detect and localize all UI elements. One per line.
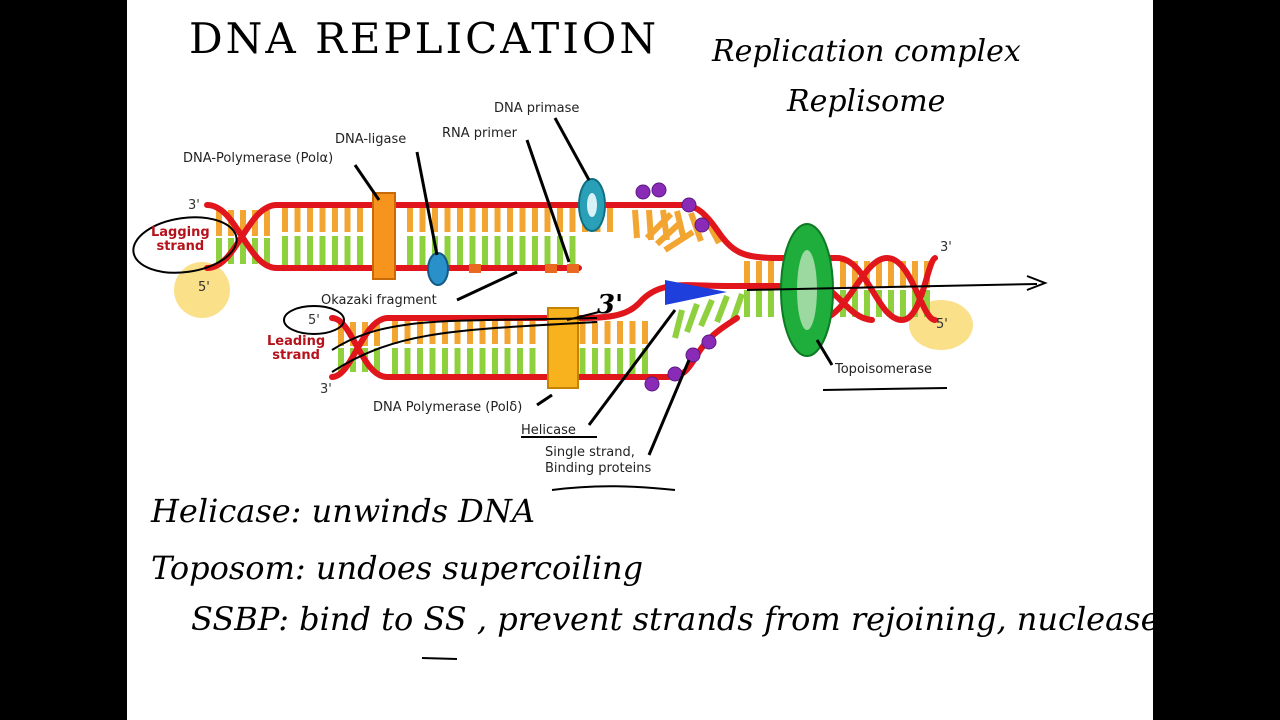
leading-5-prime-end: 5'	[308, 313, 320, 328]
helicase-label: Helicase	[521, 423, 576, 438]
dna-polymerase-alpha	[372, 192, 396, 280]
lagging-base-pairs	[216, 208, 613, 265]
lagging-5-prime-end: 5'	[198, 280, 210, 295]
ssb-label-line2: Binding proteins	[545, 461, 652, 476]
right-5-prime-end: 5'	[936, 317, 948, 332]
leading-3-prime-end: 3'	[320, 382, 332, 397]
replisome-note: Replisome	[787, 84, 946, 119]
note-helicase: Helicase: unwinds DNA	[151, 492, 535, 530]
dna-polymerase-delta-label: DNA Polymerase (Polδ)	[373, 400, 523, 415]
note-ssbp: SSBP: bind to SS , prevent strands from …	[191, 600, 1153, 638]
leading-strand-label: Leading strand	[267, 334, 326, 363]
handwritten-3-prime: 3'	[597, 290, 624, 320]
lagging-3-prime-end: 3'	[188, 198, 200, 213]
ssb-label-line1: Single strand,	[545, 445, 635, 460]
dna-ligase-enzyme	[427, 252, 449, 286]
dna-polymerase-alpha-label: DNA-Polymerase (Polα)	[183, 151, 334, 166]
okazaki-fragments	[427, 264, 579, 273]
rna-primer-block	[567, 264, 579, 273]
leading-single-strand-bases	[672, 293, 745, 339]
single-strand-binding-proteins	[635, 182, 717, 392]
okazaki-fragment-label: Okazaki fragment	[321, 293, 437, 308]
diagram-title: DNA REPLICATION	[189, 14, 660, 63]
dna-polymerase-delta	[547, 307, 579, 389]
replication-complex-note: Replication complex	[712, 34, 1021, 69]
dna-ligase-label: DNA-ligase	[335, 132, 407, 147]
rna-primer-label: RNA primer	[442, 126, 517, 141]
topoisomerase-label: Topoisomerase	[835, 362, 932, 377]
label-pointers	[353, 117, 834, 456]
highlight-5-prime-lagging	[174, 262, 230, 318]
dna-primase-label: DNA primase	[494, 101, 580, 116]
right-3-prime-end: 3'	[940, 240, 952, 255]
note-topoisomerase: Toposom: undoes supercoiling	[151, 549, 644, 587]
helicase-enzyme	[665, 280, 727, 305]
handwritten-marks	[132, 216, 1048, 660]
rna-primer-block	[545, 264, 557, 273]
lagging-strand-label: Lagging strand	[151, 225, 210, 254]
whiteboard: DNA REPLICATION Replication complex Repl…	[127, 0, 1153, 720]
replication-fork-diagram	[132, 117, 1048, 660]
rna-primer-block	[469, 264, 481, 273]
